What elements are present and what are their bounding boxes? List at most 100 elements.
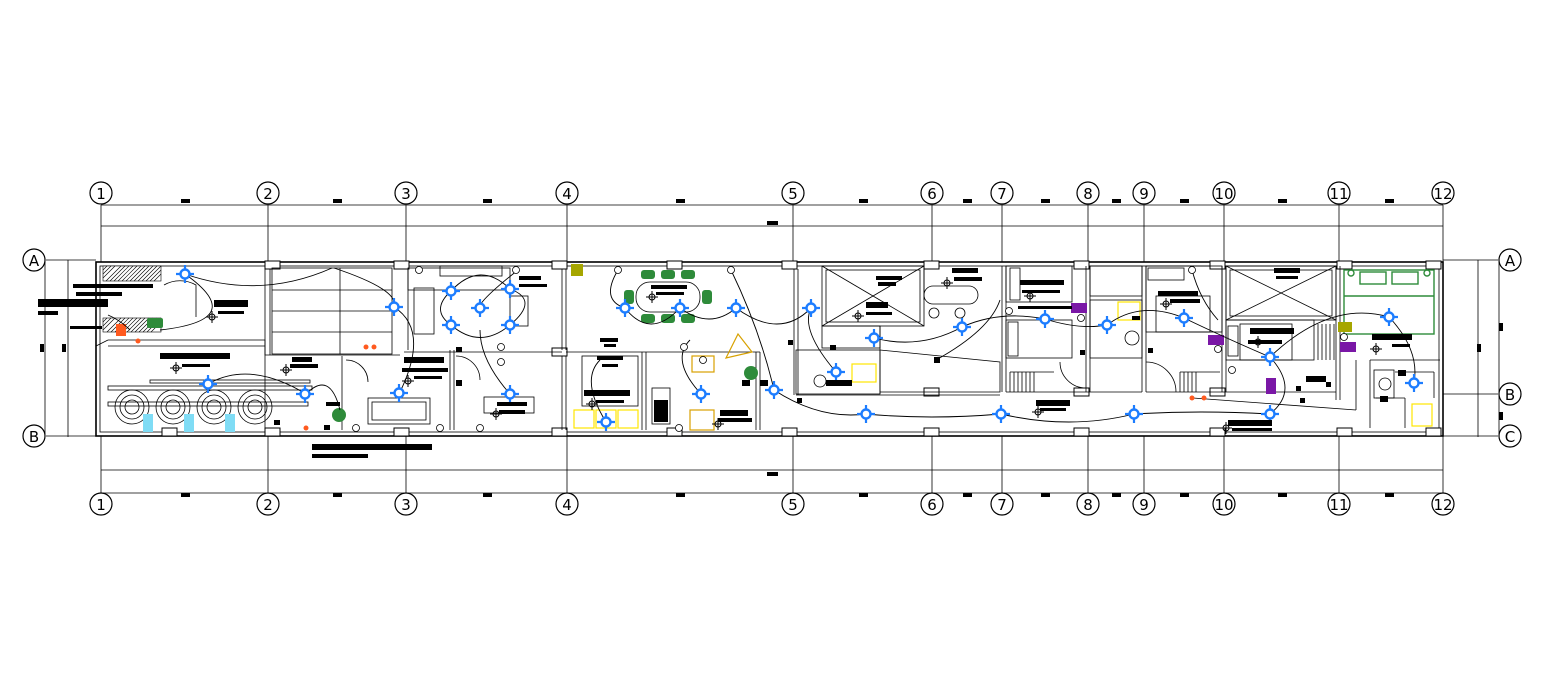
grid-bubble: [920, 492, 944, 516]
grid-column-label: 8: [1083, 496, 1093, 514]
ceiling-light-icon: [953, 318, 971, 336]
grid-column-label: 9: [1139, 496, 1149, 514]
grid-column-label: 1: [96, 185, 106, 203]
grid-column-label: 2: [263, 185, 273, 203]
light-fixtures: [176, 265, 1423, 431]
grid-bubble: [990, 492, 1014, 516]
ceiling-light-icon: [442, 316, 460, 334]
ceiling-light-icon: [727, 299, 745, 317]
grid-bubble: [1212, 181, 1236, 205]
ceiling-light-icon: [501, 280, 519, 298]
grid-bubble: [990, 181, 1014, 205]
grid-bubble: [1498, 382, 1522, 406]
grid-column-label: 7: [997, 185, 1007, 203]
wall-outlets: [352, 266, 1348, 432]
ceiling-light-icon: [1380, 308, 1398, 326]
grid-bubble: [394, 181, 418, 205]
ceiling-light-icon: [385, 298, 403, 316]
grid-column-label: 10: [1214, 185, 1233, 203]
ceiling-light-icon: [1098, 316, 1116, 334]
grid-row-label: C: [1505, 428, 1515, 446]
grid-bubble: [1132, 492, 1156, 516]
grid-row-label: B: [1505, 386, 1515, 404]
grid-bubble: [1431, 492, 1455, 516]
grid-bubble: [89, 181, 113, 205]
grid-row-label: A: [29, 252, 40, 270]
grid-bubble: [555, 181, 579, 205]
ceiling-light-icon: [1175, 309, 1193, 327]
ceiling-light-icon: [1261, 348, 1279, 366]
pool-rings: [107, 379, 313, 425]
switch-marks: [170, 277, 1382, 434]
grid-bubble: [1327, 181, 1351, 205]
ceiling-light-icon: [390, 384, 408, 402]
dimension-lines: [40, 199, 1503, 497]
grid-bubble: [1431, 181, 1455, 205]
grid-column-label: 12: [1433, 185, 1452, 203]
grid-column-label: 8: [1083, 185, 1093, 203]
grid-column-label: 10: [1214, 496, 1233, 514]
ceiling-light-icon: [992, 405, 1010, 423]
grid-column-label: 5: [788, 496, 798, 514]
grid-bubble: [1498, 424, 1522, 448]
ceiling-light-icon: [501, 385, 519, 403]
grid-bubble: [920, 181, 944, 205]
grid-column-label: 11: [1329, 185, 1348, 203]
ceiling-light-icon: [296, 385, 314, 403]
grid-bubble: [555, 492, 579, 516]
grid-column-label: 6: [927, 185, 937, 203]
grid-axes-left: AB: [22, 248, 96, 448]
dining-set: [147, 270, 758, 422]
exterior-walls: [95, 260, 1444, 437]
grid-axes-right: A B C: [1443, 248, 1522, 448]
ceiling-light-icon: [442, 282, 460, 300]
ceiling-light-icon: [1036, 310, 1054, 328]
ceiling-light-icon: [597, 413, 615, 431]
grid-bubble: [1132, 181, 1156, 205]
grid-column-label: 4: [562, 496, 572, 514]
grid-column-label: 11: [1329, 496, 1348, 514]
ceiling-light-icon: [501, 316, 519, 334]
ceiling-light-icon: [471, 299, 489, 317]
grid-bubble: [256, 492, 280, 516]
ceiling-light-icon: [671, 299, 689, 317]
grid-column-label: 5: [788, 185, 798, 203]
grid-column-label: 3: [401, 496, 411, 514]
grid-row-label: B: [29, 428, 39, 446]
ceiling-light-icon: [1405, 374, 1423, 392]
accent-fixtures: [116, 264, 1433, 432]
grid-bubble: [781, 492, 805, 516]
grid-bubble: [1076, 492, 1100, 516]
grid-column-label: 2: [263, 496, 273, 514]
grid-bubble: [1327, 492, 1351, 516]
ceiling-light-icon: [176, 265, 194, 283]
grid-column-label: 7: [997, 496, 1007, 514]
ceiling-light-icon: [1125, 405, 1143, 423]
grid-bubble: [1076, 181, 1100, 205]
grid-bubble: [22, 424, 46, 448]
grid-row-label: A: [1505, 252, 1516, 270]
grid-column-label: 12: [1433, 496, 1452, 514]
wiring: [107, 267, 1416, 423]
ceiling-light-icon: [857, 405, 875, 423]
grid-column-label: 1: [96, 496, 106, 514]
grid-bubble: [1212, 492, 1236, 516]
grid-bubble: [394, 492, 418, 516]
annotation-blocks: [38, 268, 1412, 458]
grid-column-label: 6: [927, 496, 937, 514]
grid-bubble: [256, 181, 280, 205]
ceiling-light-icon: [765, 381, 783, 399]
grid-column-label: 3: [401, 185, 411, 203]
furniture: [367, 265, 1395, 425]
grid-bubble: [89, 492, 113, 516]
ceiling-light-icon: [692, 385, 710, 403]
ceiling-light-icon: [827, 363, 845, 381]
ceiling-light-icon: [616, 299, 634, 317]
interior-walls: [95, 265, 1440, 436]
grid-column-label: 9: [1139, 185, 1149, 203]
grid-bubble: [781, 181, 805, 205]
grid-bubble: [1498, 248, 1522, 272]
